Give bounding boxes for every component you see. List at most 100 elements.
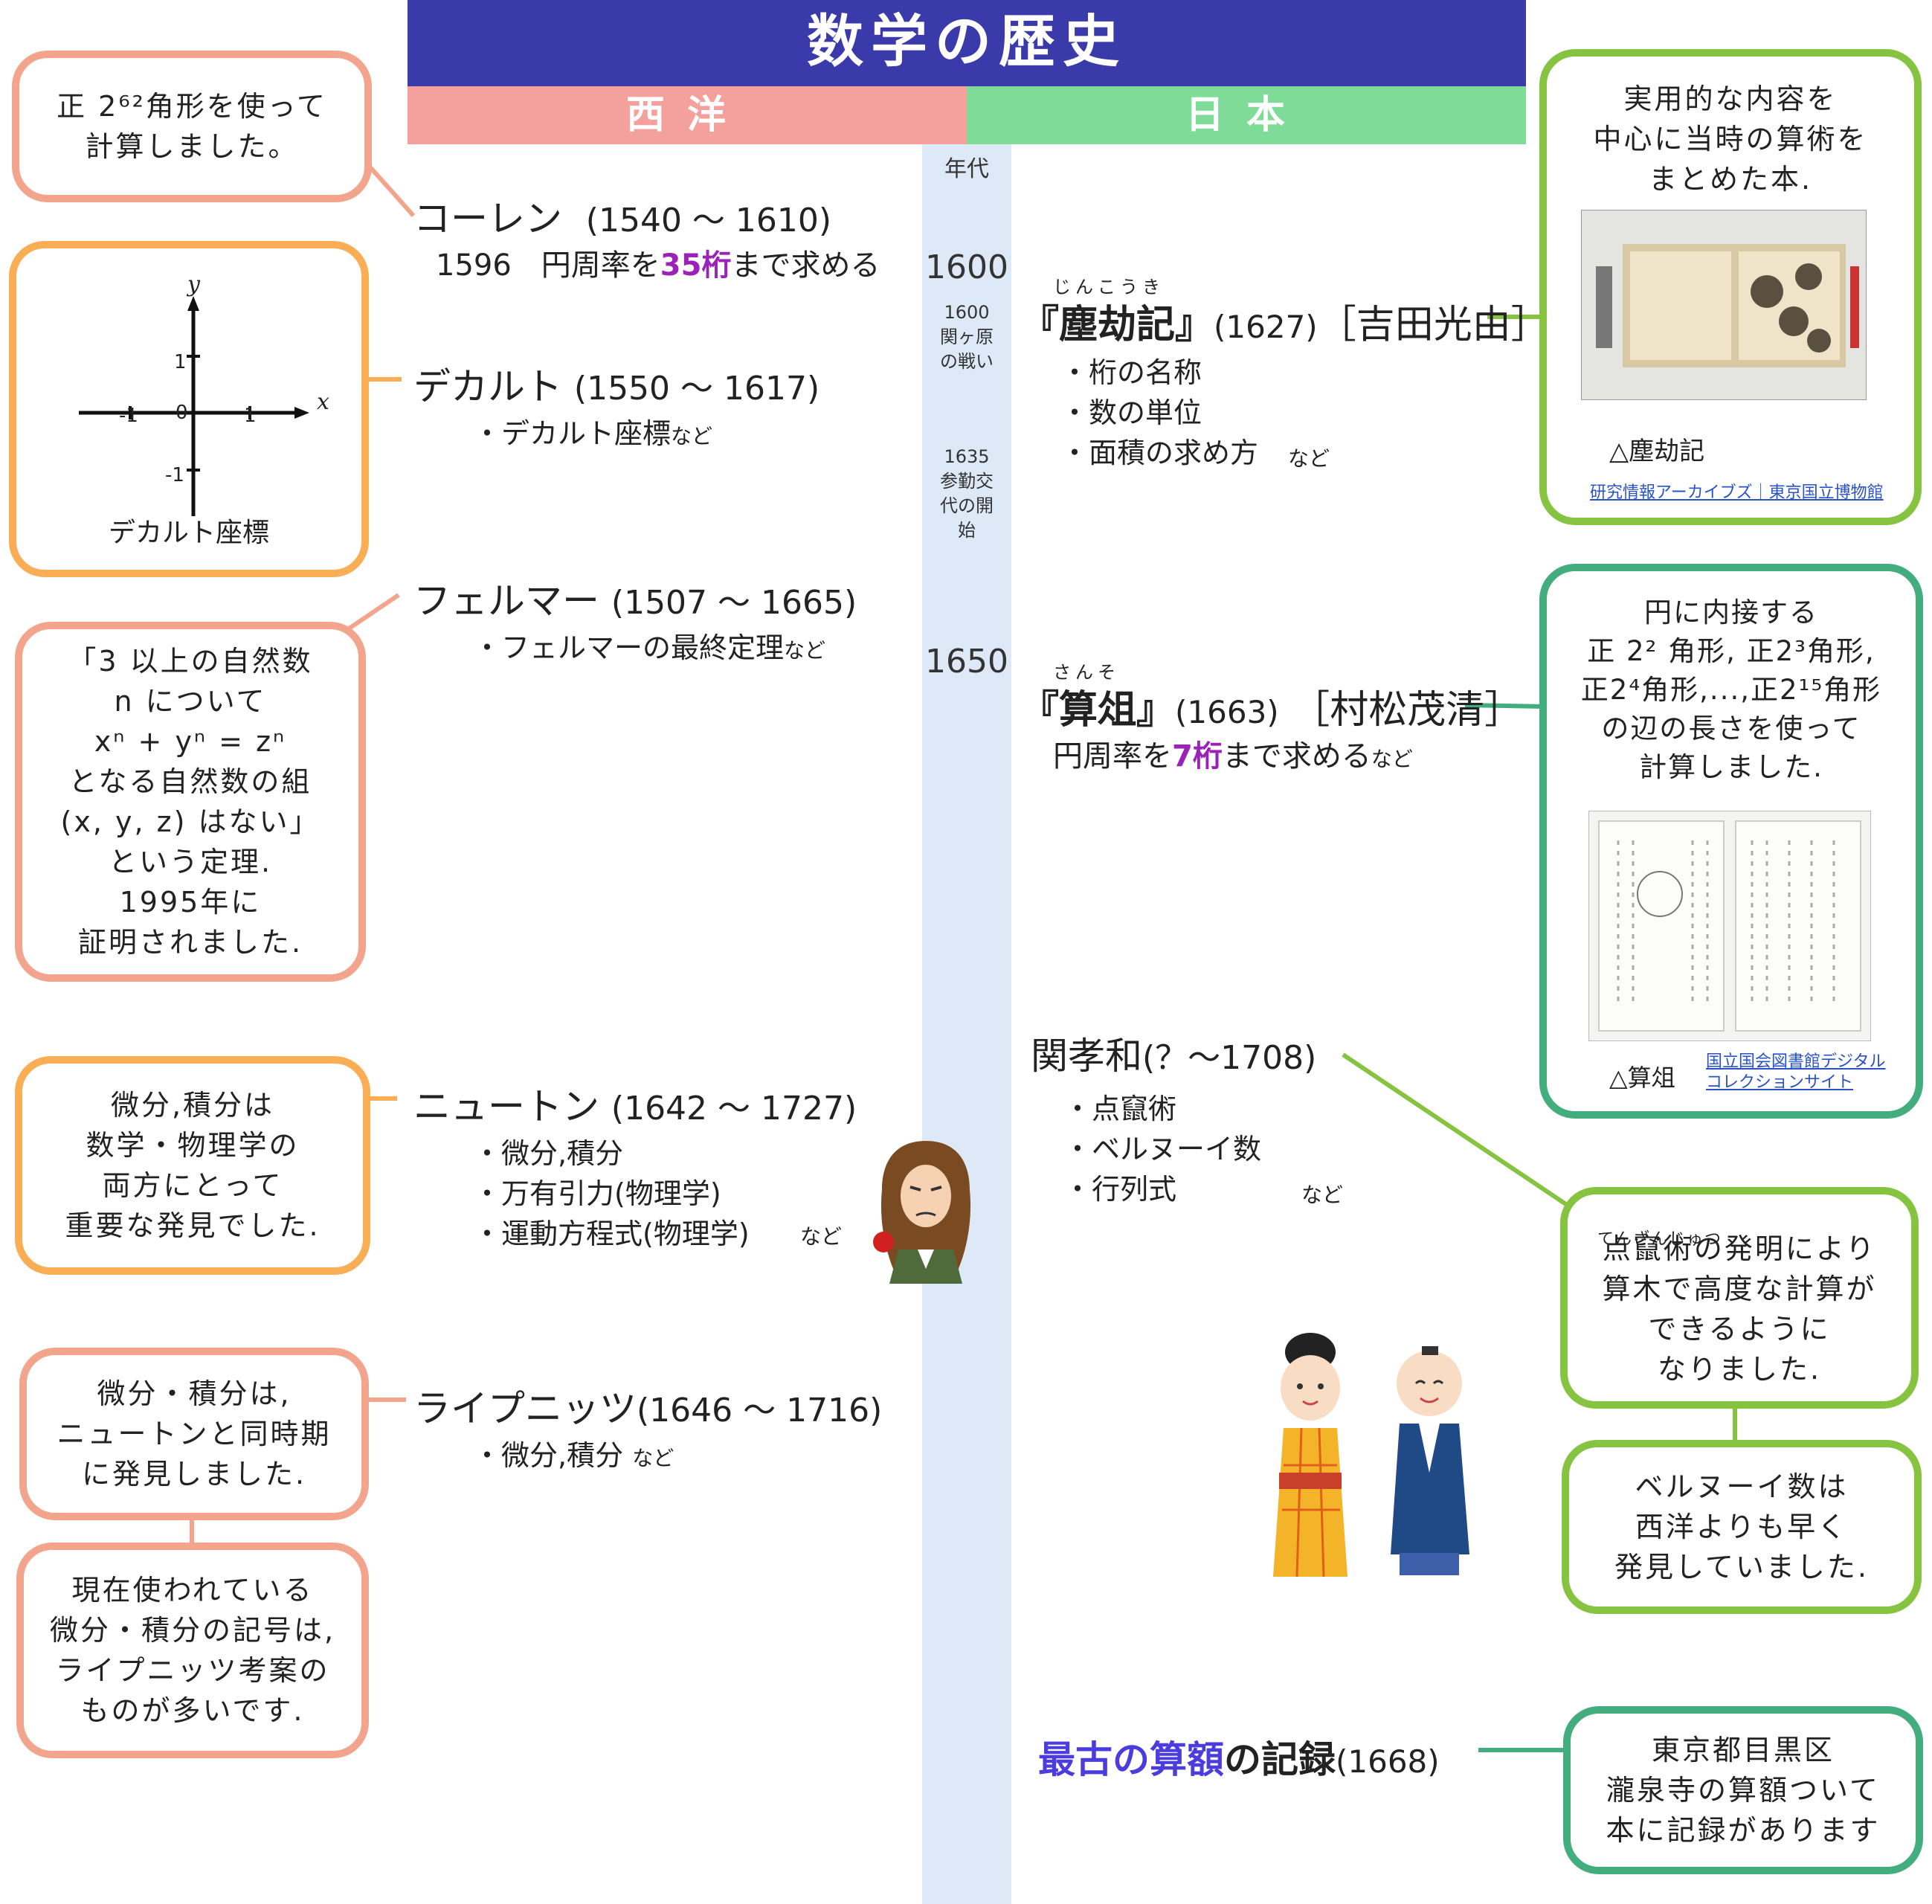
jinkoki-detail: ・桁の名称 ・数の単位 ・面積の求め方 xyxy=(1060,356,1259,469)
sangaku-note-box: 東京都目黒区 瀧泉寺の算額ついて 本に記録があります xyxy=(1563,1706,1923,1874)
sangaku-heading: 最古の算額の記録(1668) xyxy=(1038,1730,1440,1784)
newton-note-box: 微分,積分は 数学・物理学の 両方にとって 重要な発見でした. xyxy=(15,1056,370,1275)
sanso-title: 『算俎』 xyxy=(1020,688,1176,733)
japan-column-header: 日本 xyxy=(967,86,1526,144)
event-sekigahara: 1600 関ヶ原 の戦い xyxy=(940,302,994,372)
jinkoki-book-image xyxy=(1581,210,1867,400)
fermat-detail: ・フェルマーの最終定理など xyxy=(473,628,825,671)
leibniz-note-box-2: 現在使われている 微分・積分の記号は, ライプニッツ考案の ものが多いです. xyxy=(16,1543,369,1758)
jinkoki-title: 『塵劫記』 xyxy=(1020,303,1214,347)
graph-tick-y-neg1: -1 xyxy=(165,464,184,486)
fermat-note-box: 「3 以上の自然数 n について xⁿ + yⁿ = zⁿ となる自然数の組 (… xyxy=(15,622,366,982)
sanso-note-text: 円に内接する 正 2² 角形, 正2³角形, 正2⁴角形,...,正2¹⁵角形 … xyxy=(1580,596,1882,783)
newton-years: (1642 ～ 1727) xyxy=(611,1090,857,1128)
descartes-nado: など xyxy=(671,424,713,448)
year-1600: 1600 xyxy=(925,248,1008,286)
bernoulli-note-text: ベルヌーイ数は 西洋よりも早く 発見していました. xyxy=(1614,1470,1869,1583)
ceulen-heading: コーレン (1540 ～ 1610) xyxy=(413,189,831,242)
sanso-detail-1: 円周率を xyxy=(1053,739,1172,774)
sanso-detail-3: まで求める xyxy=(1222,739,1371,774)
leibniz-heading: ライプニッツ(1646 ～ 1716) xyxy=(413,1379,882,1432)
tenzan-ruby: てんざんじゅつ xyxy=(1597,1230,1723,1249)
ceulen-detail-3: まで求める xyxy=(731,248,880,283)
sangaku-note-text: 東京都目黒区 瀧泉寺の算額ついて 本に記録があります xyxy=(1606,1734,1881,1847)
ceulen-name: コーレン xyxy=(413,197,562,240)
west-column-header: 西洋 xyxy=(408,86,967,144)
seki-heading: 関孝和(？～1708) xyxy=(1031,1026,1316,1080)
fermat-nado: など xyxy=(784,638,826,663)
tenzan-note-box: てんざんじゅつ 点竄術の発明により 算木で高度な計算が できるように なりました… xyxy=(1560,1187,1919,1409)
sanso-author: ［村松茂清］ xyxy=(1291,688,1524,733)
sanso-note-box: 円に内接する 正 2² 角形, 正2³角形, 正2⁴角形,...,正2¹⁵角形 … xyxy=(1539,564,1923,1119)
leibniz-name: ライプニッツ xyxy=(413,1387,637,1430)
newton-note-text: 微分,積分は 数学・物理学の 両方にとって 重要な発見でした. xyxy=(65,1089,321,1242)
sanso-pi-digits: 7桁 xyxy=(1172,739,1223,774)
fermat-years: (1507 ～ 1665) xyxy=(611,584,857,622)
descartes-heading: デカルト (1550 ～ 1617) xyxy=(413,357,820,411)
fermat-name: フェルマー xyxy=(413,579,599,623)
cartesian-graph-box: y x 1 0 -1 -1 1 デカルト座標 xyxy=(9,241,369,577)
edo-couple-icon xyxy=(1273,1333,1469,1577)
descartes-detail: ・デカルト座標など xyxy=(473,414,712,457)
sanso-book-image xyxy=(1588,811,1871,1041)
ceulen-detail-1: 1596 円周率を xyxy=(436,248,660,283)
jinkoki-year: (1627) xyxy=(1214,309,1318,345)
fermat-heading: フェルマー (1507 ～ 1665) xyxy=(413,571,857,625)
ceulen-note-text: 正 2⁶²角形を使って 計算しました。 xyxy=(57,90,327,163)
jinkoki-image-caption: △塵劫記 xyxy=(1609,437,1705,466)
graph-caption: デカルト座標 xyxy=(108,518,269,548)
descartes-years: (1550 ～ 1617) xyxy=(573,370,820,408)
timeline-band: 年代 1600 1600 関ヶ原 の戦い 1635 参勤交 代の開 始 1650 xyxy=(922,144,1011,1904)
jinkoki-nado: など xyxy=(1288,446,1330,471)
year-1650: 1650 xyxy=(925,643,1008,681)
sanso-heading: 『算俎』(1663) ［村松茂清］ xyxy=(1020,678,1523,734)
graph-tick-x1: 1 xyxy=(244,405,257,427)
jinkoki-ruby: じんこうき xyxy=(1053,277,1165,298)
tenzan-note-text: 点竄術の発明により 算木で高度な計算が できるように なりました. xyxy=(1602,1232,1877,1386)
seki-nado: など xyxy=(1301,1183,1344,1207)
bernoulli-note-box: ベルヌーイ数は 西洋よりも早く 発見していました. xyxy=(1562,1440,1922,1614)
sangaku-year: (1668) xyxy=(1336,1743,1440,1780)
ceulen-years: (1540 ～ 1610) xyxy=(585,202,832,239)
graph-x-label: x xyxy=(317,389,329,415)
descartes-detail-text: ・デカルト座標 xyxy=(473,417,672,450)
jinkoki-heading: 『塵劫記』(1627)［吉田光由］ xyxy=(1020,293,1550,349)
descartes-name: デカルト xyxy=(413,365,562,408)
cartesian-axes-icon xyxy=(79,296,309,516)
ceulen-note-box: 正 2⁶²角形を使って 計算しました。 xyxy=(12,51,372,202)
sanso-credit-link[interactable]: 国立国会図書館デジタル コレクションサイト xyxy=(1706,1052,1886,1092)
newton-nado: など xyxy=(800,1224,843,1249)
seki-detail: ・点竄術 ・ベルヌーイ数 ・行列式 xyxy=(1063,1093,1262,1206)
graph-origin: 0 xyxy=(176,402,188,424)
leibniz-note-text-1: 微分・積分は, ニュートンと同時期 に発見しました. xyxy=(57,1377,332,1490)
sanso-detail: 円周率を7桁まで求めるなど xyxy=(1053,736,1413,779)
jinkoki-note-box: 実用的な内容を 中心に当時の算術を まとめた本. △塵劫記 研究情報アーカイブズ… xyxy=(1539,49,1922,525)
leibniz-years: (1646 ～ 1716) xyxy=(637,1392,883,1429)
newton-name: ニュートン xyxy=(413,1085,599,1128)
newton-detail: ・微分,積分 ・万有引力(物理学) ・運動方程式(物理学) xyxy=(473,1137,750,1250)
graph-tick-x-neg1: -1 xyxy=(119,405,138,427)
timeline-label: 年代 xyxy=(944,156,989,182)
sanso-image-caption: △算俎 xyxy=(1609,1064,1675,1092)
jinkoki-author: ［吉田光由］ xyxy=(1317,303,1550,347)
event-sankin-kotai: 1635 参勤交 代の開 始 xyxy=(940,446,994,541)
ceulen-pi-digits: 35桁 xyxy=(660,248,732,283)
jinkoki-credit-link[interactable]: 研究情報アーカイブズ｜東京国立博物館 xyxy=(1590,483,1884,502)
fermat-detail-text: ・フェルマーの最終定理 xyxy=(473,631,785,664)
sanso-ruby: さんそ xyxy=(1053,662,1120,683)
jinkoki-note-text: 実用的な内容を 中心に当時の算術を まとめた本. xyxy=(1593,83,1868,196)
leibniz-note-box-1: 微分・積分は, ニュートンと同時期 に発見しました. xyxy=(19,1348,369,1520)
leibniz-detail: ・微分,積分 など xyxy=(473,1435,674,1479)
page-title: 数学の歴史 xyxy=(408,0,1526,86)
graph-tick-y1: 1 xyxy=(174,351,187,373)
newton-heading: ニュートン (1642 ～ 1727) xyxy=(413,1077,857,1130)
sanso-year: (1663) xyxy=(1175,694,1279,730)
sangaku-title: 最古の算額 xyxy=(1038,1738,1224,1781)
newton-portrait-icon xyxy=(873,1141,971,1284)
ceulen-detail: 1596 円周率を35桁まで求める xyxy=(436,245,880,286)
graph-y-label: y xyxy=(187,271,200,298)
leibniz-nado: など xyxy=(632,1446,674,1470)
seki-years: (？～1708) xyxy=(1142,1039,1317,1077)
fermat-note-text: 「3 以上の自然数 n について xⁿ + yⁿ = zⁿ となる自然数の組 (… xyxy=(60,645,321,959)
sanso-nado: など xyxy=(1371,747,1413,771)
